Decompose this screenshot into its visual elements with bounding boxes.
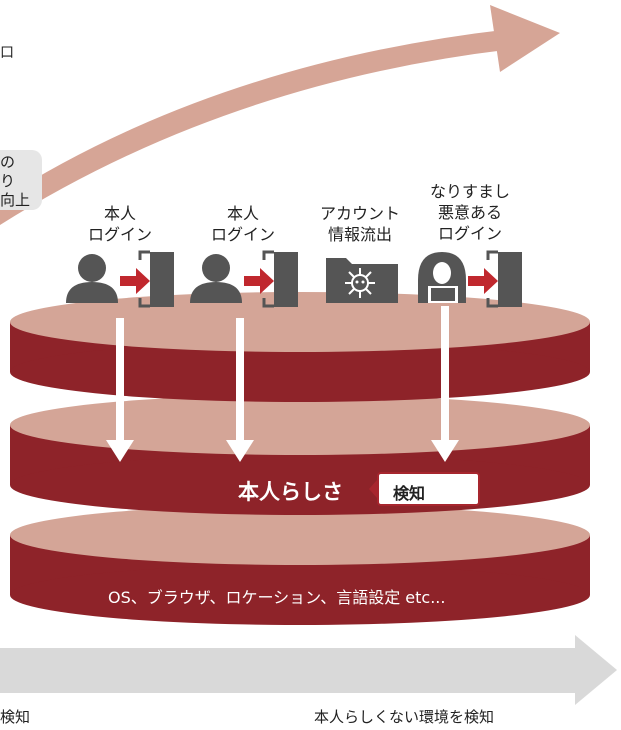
- growth-arrow: [0, 5, 560, 225]
- down-arrow-1: [106, 318, 134, 462]
- user-icon: [190, 254, 242, 303]
- detect-label: 検知: [393, 484, 426, 503]
- detect-badge: 検知: [377, 472, 480, 506]
- login-door-icon: [468, 250, 522, 308]
- layer-middle-label: 本人らしさ: [238, 480, 343, 504]
- down-arrow-3: [431, 306, 459, 462]
- layer-bottom-disc: [10, 505, 590, 625]
- axis-right-label: 本人らしくない環境を検知: [314, 708, 495, 726]
- callout-line: の: [0, 153, 16, 171]
- layer-top-disc: [10, 292, 590, 402]
- down-arrow-2: [226, 318, 254, 462]
- layer-bottom-label: OS、ブラウザ、ロケーション、言語設定 etc...: [108, 588, 446, 607]
- callout-box: の り 向上: [0, 150, 42, 210]
- horizontal-axis-arrow: [0, 635, 617, 705]
- detect-pointer: [369, 480, 377, 498]
- callout-line: り: [0, 172, 16, 190]
- login-door-icon: [244, 250, 298, 308]
- login-label-4: なりすまし 悪意ある ログイン: [429, 182, 510, 243]
- hacker-icon: [418, 252, 466, 303]
- top-cut-text: 口: [0, 45, 14, 61]
- login-label-3: アカウント 情報流出: [319, 204, 400, 244]
- login-label-2: 本人 ログイン: [210, 204, 275, 244]
- axis-left-label: 検知: [0, 708, 31, 726]
- folder-virus-icon: [326, 258, 398, 303]
- callout-line: 向上: [0, 191, 31, 209]
- login-door-icon: [120, 250, 174, 308]
- user-icon: [66, 254, 118, 303]
- login-label-1: 本人 ログイン: [87, 204, 152, 244]
